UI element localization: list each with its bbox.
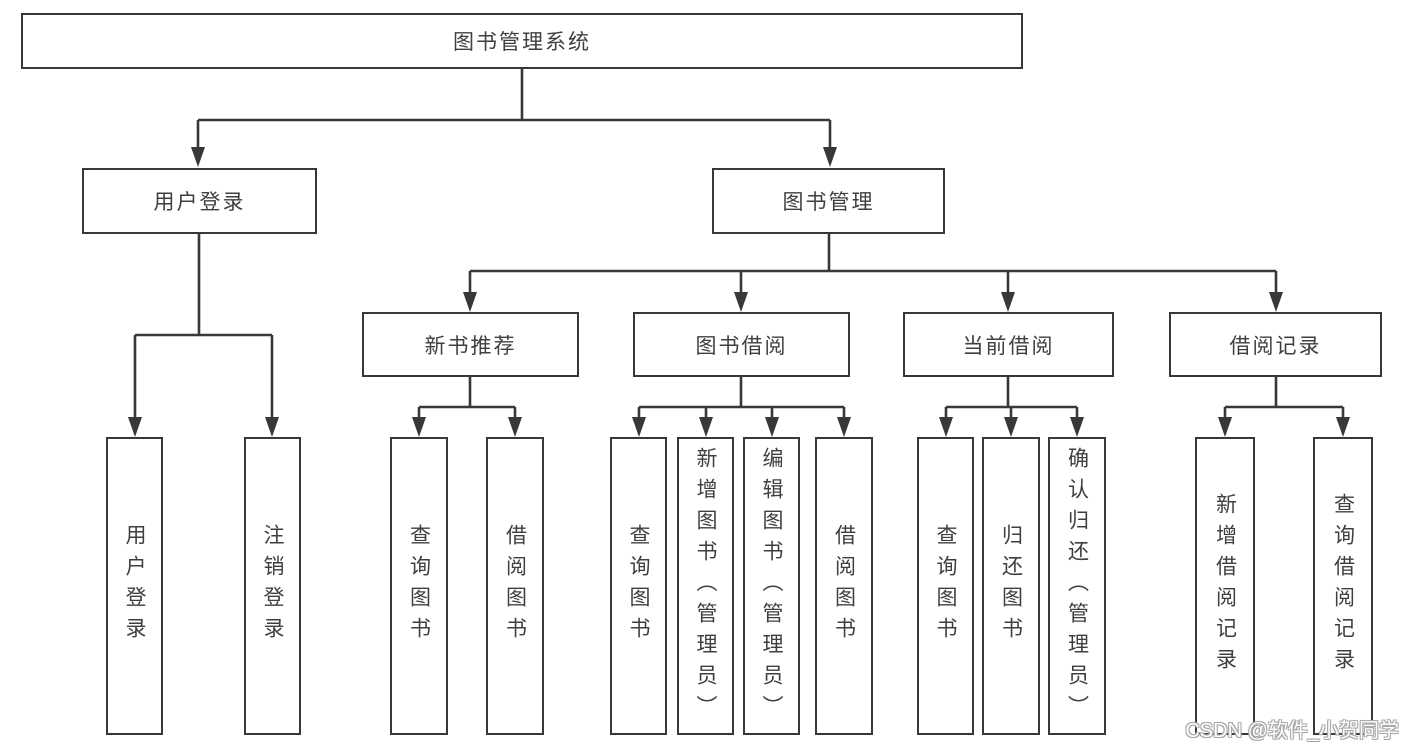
- connector-current-borrowing-children: [944, 377, 1079, 420]
- node-label: 当前借阅: [962, 334, 1055, 358]
- leaf-query-books-current: 查询图书: [917, 437, 974, 735]
- node-label: 归还图书: [999, 524, 1023, 648]
- node-label: 新增借阅记录: [1213, 493, 1237, 679]
- leaf-return-books: 归还图书: [982, 437, 1040, 735]
- node-label: 图书管理: [782, 191, 875, 214]
- connector-new-book-children: [417, 377, 517, 420]
- node-label: 编辑图书（管理员）: [760, 446, 783, 726]
- node-label: 用户登录: [123, 524, 146, 648]
- node-book-management: 图书管理: [712, 168, 945, 234]
- leaf-edit-books-admin: 编辑图书（管理员）: [743, 437, 800, 735]
- node-label: 借阅图书: [832, 524, 856, 648]
- connector-book-borrowing-children: [637, 377, 846, 420]
- leaf-query-books-borrowing: 查询图书: [610, 437, 667, 735]
- node-label: 借阅图书: [503, 524, 527, 648]
- node-label: 查询图书: [934, 524, 957, 648]
- connector-book-management-children: [468, 233, 1278, 295]
- node-label: 新书推荐: [424, 334, 517, 358]
- leaf-confirm-return-admin: 确认归还（管理员）: [1048, 437, 1106, 735]
- node-book-borrowing: 图书借阅: [633, 312, 850, 377]
- node-label: 查询图书: [627, 524, 650, 648]
- connector-user-login-children: [133, 233, 274, 420]
- node-current-borrowing: 当前借阅: [903, 312, 1114, 377]
- node-label: 查询借阅记录: [1331, 493, 1355, 679]
- node-label: 查询图书: [407, 524, 431, 648]
- leaf-add-books-admin: 新增图书（管理员）: [677, 437, 734, 735]
- leaf-borrow-books-newbooks: 借阅图书: [486, 437, 544, 735]
- node-label: 图书管理系统: [453, 31, 591, 54]
- node-user-login: 用户登录: [82, 168, 317, 234]
- node-new-book-recommendation: 新书推荐: [362, 312, 579, 377]
- node-borrowing-records: 借阅记录: [1169, 312, 1382, 377]
- connector-borrow-records-children: [1223, 377, 1345, 420]
- leaf-user-login: 用户登录: [106, 437, 163, 735]
- node-library-system: 图书管理系统: [21, 13, 1023, 69]
- leaf-add-borrow-record: 新增借阅记录: [1195, 437, 1255, 735]
- leaf-query-books-newbooks: 查询图书: [390, 437, 448, 735]
- leaf-borrow-books-borrowing: 借阅图书: [815, 437, 873, 735]
- connector-root-to-level2: [196, 67, 832, 150]
- leaf-logout-login: 注销登录: [244, 437, 301, 735]
- node-label: 用户登录: [153, 191, 246, 214]
- node-label: 新增图书（管理员）: [694, 446, 717, 726]
- node-label: 图书借阅: [695, 334, 788, 358]
- node-label: 确认归还（管理员）: [1065, 446, 1089, 726]
- node-label: 借阅记录: [1229, 334, 1322, 358]
- csdn-watermark: CSDN @软件_小贺同学: [1185, 720, 1399, 742]
- arrowheads: [128, 147, 1350, 437]
- leaf-query-borrow-record: 查询借阅记录: [1313, 437, 1373, 735]
- node-label: 注销登录: [261, 524, 284, 648]
